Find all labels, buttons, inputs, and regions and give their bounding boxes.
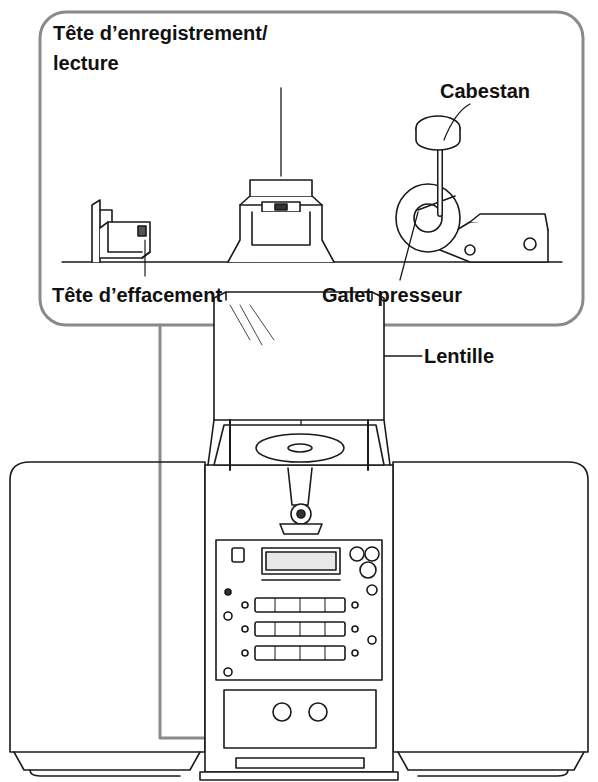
part-label: Tête d’effacement [52,280,282,310]
right-speaker [393,462,588,776]
part-label: Cabestan [440,76,590,106]
part-label: Galet presseur [322,280,562,310]
part-label: Lentille [424,341,574,371]
erase-head [92,200,150,276]
part-label: Tête d’enregistrement/ lecture [53,18,293,78]
capstan-pinch-roller [396,116,548,262]
record-play-head [228,180,334,262]
left-speaker [10,462,205,776]
main-unit [200,292,398,780]
inset-frame [40,12,583,325]
